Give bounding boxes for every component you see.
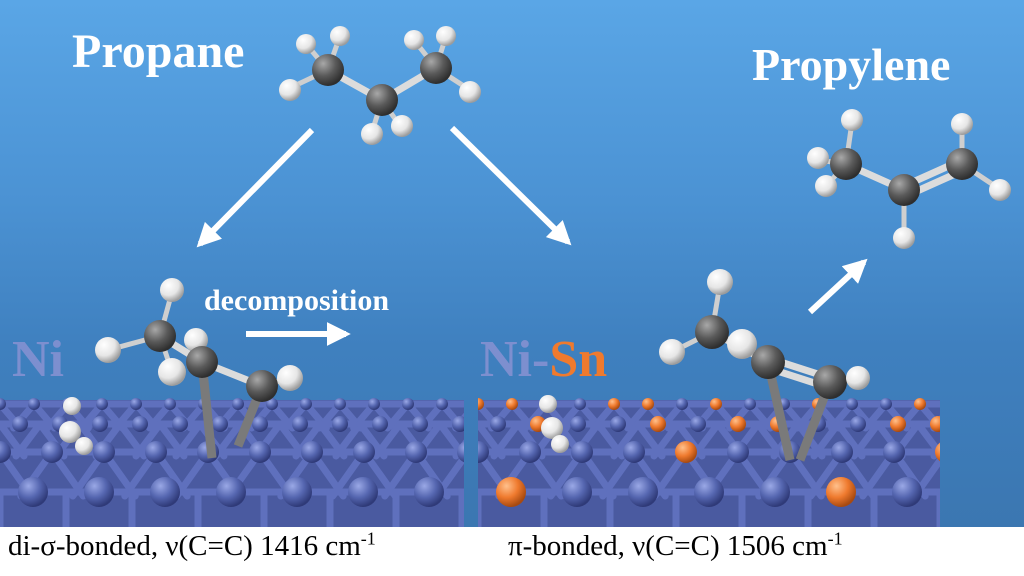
caption-ni: di-σ-bonded, ν(C=C) 1416 cm-1 [8, 528, 376, 563]
propylene-label: Propylene [752, 39, 951, 90]
ni-surface-label: Ni [12, 331, 64, 388]
propylene-molecule [807, 109, 1011, 249]
surface-hydrogen-ni [59, 397, 93, 455]
ni-surface-slab [0, 398, 464, 528]
pi-bonded-adsorbate [659, 269, 870, 462]
caption-ni-text: di-σ-bonded, ν(C=C) 1416 cm [8, 530, 361, 562]
caption-ni-unit-exponent: -1 [360, 528, 376, 549]
arrow-propane-to-ni [196, 127, 315, 248]
caption-nisn-text: π-bonded, ν(C=C) 1506 cm [508, 530, 828, 562]
decomposition-label: decomposition [204, 284, 390, 317]
propane-molecule [279, 26, 481, 145]
surface-hydrogen-nisn [539, 395, 569, 453]
caption-nisn-unit-exponent: -1 [827, 528, 843, 549]
caption-nisn: π-bonded, ν(C=C) 1506 cm-1 [508, 528, 843, 563]
nisn-surface-slab [478, 398, 940, 528]
nisn-sn-part: Sn [549, 331, 608, 388]
caption-bar [0, 527, 1024, 576]
arrow-desorption [807, 258, 868, 315]
propane-label: Propane [72, 25, 245, 78]
arrow-propane-to-nisn [449, 125, 572, 246]
nisn-dash: - [532, 331, 550, 388]
di-sigma-adsorbate [95, 278, 303, 459]
nisn-surface-label: Ni-Sn [480, 330, 607, 389]
nisn-ni-part: Ni [480, 331, 532, 388]
